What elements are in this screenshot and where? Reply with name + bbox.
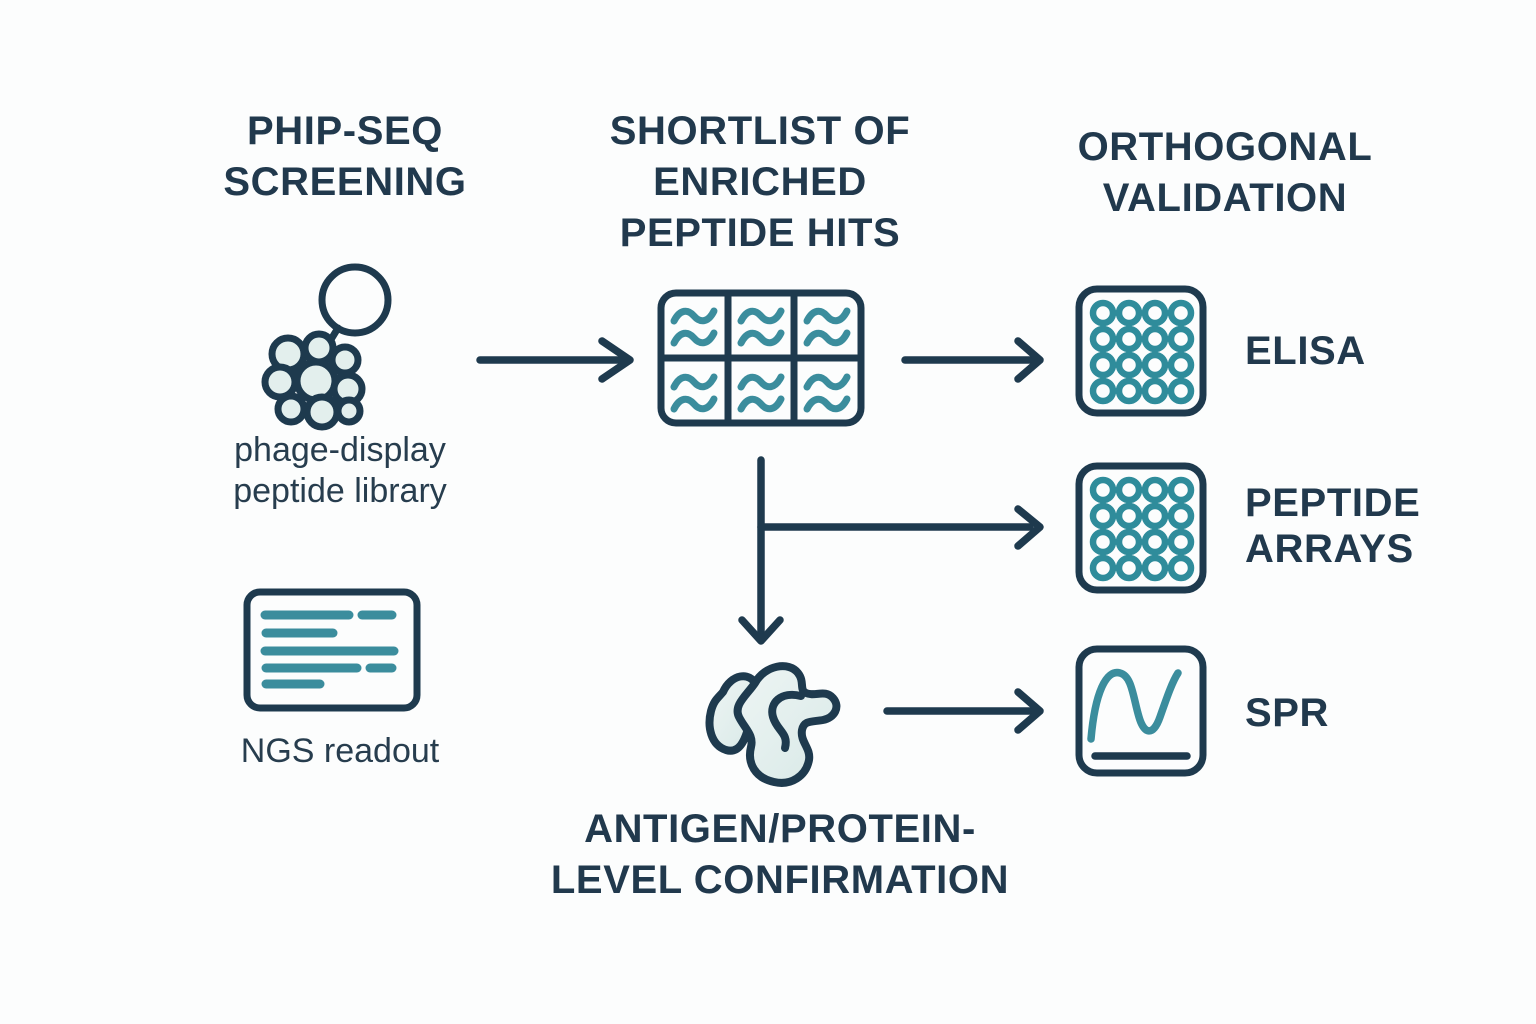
ngs-readout-caption: NGS readout (240, 732, 440, 770)
ngs-readout-icon (243, 588, 421, 712)
elisa-label: ELISA (1245, 329, 1366, 373)
validation-title: ORTHOGONAL VALIDATION (1077, 125, 1373, 220)
antigen-protein-blob-icon (705, 662, 841, 787)
confirmation-caption: ANTIGEN/PROTEIN- LEVEL CONFIRMATION (550, 807, 1010, 902)
elisa-plate-icon (1075, 285, 1207, 417)
shortlist-title: SHORTLIST OF ENRICHED PEPTIDE HITS (609, 109, 911, 255)
peptide-hits-grid-icon (657, 289, 865, 427)
arrow-hits-to-peptide-arrays (757, 456, 1044, 636)
arrow-blob-to-spr (883, 688, 1044, 734)
phage-display-caption: phage-display peptide library (233, 431, 447, 511)
arrow-phage-to-hits (476, 337, 634, 383)
spr-sensorgram-icon (1075, 645, 1207, 777)
screening-title: PHIP-SEQ SCREENING (223, 109, 467, 204)
spr-label: SPR (1245, 691, 1330, 735)
arrow-hits-to-elisa (901, 337, 1044, 383)
peptide-arrays-label: PEPTIDE ARRAYS (1245, 481, 1421, 571)
phage-display-library-icon (261, 263, 392, 431)
peptide-array-icon (1075, 462, 1207, 594)
arrowhead-hits-down-to-blob (738, 616, 784, 645)
